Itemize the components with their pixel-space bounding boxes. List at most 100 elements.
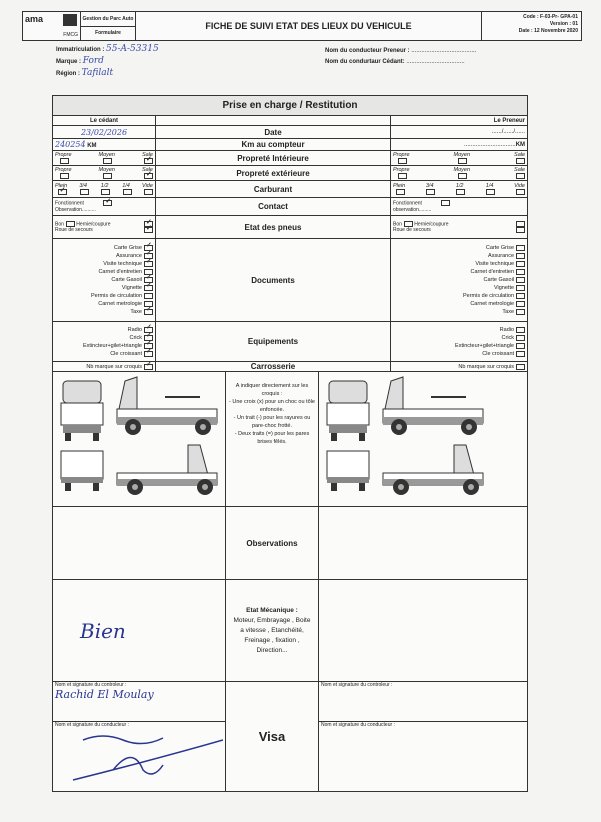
preneur-km-value: ...............................: [464, 141, 516, 148]
km-unit: KM: [515, 141, 526, 148]
logo-subtext: FMCG: [63, 32, 78, 38]
checkbox[interactable]: [103, 197, 113, 207]
checkbox[interactable]: [143, 189, 153, 195]
checkbox[interactable]: [144, 306, 153, 315]
checkbox[interactable]: [516, 173, 526, 179]
sig-controleur-left[interactable]: Nom et signature du controleur :Rachid E…: [52, 681, 226, 722]
checkbox[interactable]: [143, 155, 153, 164]
checkbox[interactable]: [516, 301, 526, 307]
sig-label: Nom et signature du conducteur :: [321, 722, 395, 728]
doc-date: Date : 12 Novembre 2020: [518, 28, 578, 34]
checkbox[interactable]: [103, 173, 113, 179]
checkbox[interactable]: [456, 189, 466, 195]
checkbox[interactable]: [516, 261, 526, 267]
etat-right[interactable]: [317, 579, 529, 682]
item-label: Carnet metrologie: [98, 301, 142, 307]
roue-label: Roue de secours: [55, 227, 93, 234]
km-unit: KM: [87, 143, 97, 149]
observations-right[interactable]: [317, 506, 529, 580]
checkbox[interactable]: [458, 173, 468, 179]
checkbox[interactable]: [516, 245, 526, 251]
checkbox[interactable]: [516, 227, 526, 234]
checkbox[interactable]: [486, 189, 496, 195]
sig-conducteur-right[interactable]: Nom et signature du conducteur :: [317, 721, 529, 792]
croquis-left[interactable]: [52, 371, 226, 507]
checkbox[interactable]: [516, 189, 526, 195]
sig-label: Nom et signature du controleur :: [55, 682, 127, 688]
checkbox[interactable]: [516, 363, 526, 370]
etat-left[interactable]: Bien: [52, 579, 226, 682]
preneur-km[interactable]: ...............................KM: [389, 138, 529, 151]
checkbox[interactable]: [516, 334, 526, 341]
checkbox[interactable]: [79, 189, 89, 195]
opt-1-4: 1/4: [122, 183, 130, 189]
checklist-item: Permis de circulation: [55, 292, 153, 300]
row-label: Carburant: [155, 180, 391, 198]
checkbox[interactable]: [65, 220, 75, 227]
cedant-km[interactable]: 240254 KM: [52, 138, 156, 151]
opt-3-4: 3/4: [425, 183, 434, 189]
preneur-header: Le Preneur: [389, 115, 529, 126]
fonctionnent-label: Fonctionnent: [55, 200, 84, 207]
checkbox[interactable]: [516, 253, 526, 259]
checkbox[interactable]: [144, 282, 153, 291]
fonctionnent-label: Fonctionnent: [393, 200, 422, 207]
checkbox[interactable]: [122, 189, 132, 195]
checkbox[interactable]: [57, 186, 67, 195]
observation-field[interactable]: observation.........: [393, 206, 432, 213]
checkbox[interactable]: [144, 361, 153, 370]
department-label: Gestion du Parc Auto: [81, 12, 135, 27]
immat-value: 55-A-53315: [106, 44, 159, 54]
item-label: Assurance: [488, 253, 515, 259]
checkbox[interactable]: [516, 309, 526, 315]
item-label: Vignette: [493, 285, 515, 291]
doc-version: Version : 01: [549, 21, 578, 27]
checkbox[interactable]: [516, 326, 526, 333]
checkbox[interactable]: [426, 189, 436, 195]
checkbox[interactable]: [403, 220, 413, 227]
croquis-right[interactable]: [317, 371, 529, 507]
checkbox[interactable]: [143, 170, 153, 179]
preneur-date[interactable]: ....../....../......: [389, 125, 529, 139]
checkbox[interactable]: [59, 158, 69, 164]
checkbox[interactable]: [144, 258, 153, 267]
checkbox[interactable]: [516, 277, 526, 283]
checkbox[interactable]: [103, 158, 113, 164]
signature-drawing: [72, 735, 223, 781]
checkbox[interactable]: [59, 173, 69, 179]
checkbox[interactable]: [144, 348, 153, 357]
checkbox[interactable]: [397, 173, 407, 179]
opt-moyen: Moyen: [98, 152, 115, 158]
item-label: Carnet d'entretien: [470, 269, 515, 275]
checkbox[interactable]: [397, 158, 407, 164]
cedant-date[interactable]: 23/02/2026: [52, 125, 156, 139]
driver-names: Nom du conducteur Preneur : ............…: [325, 48, 477, 65]
observations-left[interactable]: [52, 506, 226, 580]
row-contact: Fonctionnent Observation.......... Conta…: [52, 197, 529, 216]
checkbox[interactable]: [516, 293, 526, 299]
checkbox[interactable]: [516, 342, 526, 349]
item-label: Carte Gasoil: [111, 277, 142, 283]
item-label: Carnet metrologie: [470, 301, 515, 307]
checkbox[interactable]: [101, 189, 111, 195]
checkbox[interactable]: [516, 285, 526, 291]
sig-controleur-right[interactable]: Nom et signature du controleur :: [317, 681, 529, 722]
checkbox[interactable]: [395, 189, 405, 195]
checkbox[interactable]: [441, 200, 451, 207]
observation-field[interactable]: Observation..........: [55, 206, 96, 213]
cedant-header: Le cédant: [52, 115, 156, 126]
checklist-item: Permis de circulation: [393, 292, 526, 300]
checkbox[interactable]: [516, 220, 526, 227]
sig-conducteur-left[interactable]: Nom et signature du conducteur :: [52, 721, 226, 792]
checkbox[interactable]: [144, 224, 153, 234]
checkbox[interactable]: [516, 350, 526, 357]
checkbox[interactable]: [516, 158, 526, 164]
opt-sale: Sale: [514, 167, 526, 173]
checkbox[interactable]: [144, 293, 153, 299]
checkbox[interactable]: [458, 158, 468, 164]
checkbox[interactable]: [516, 269, 526, 275]
